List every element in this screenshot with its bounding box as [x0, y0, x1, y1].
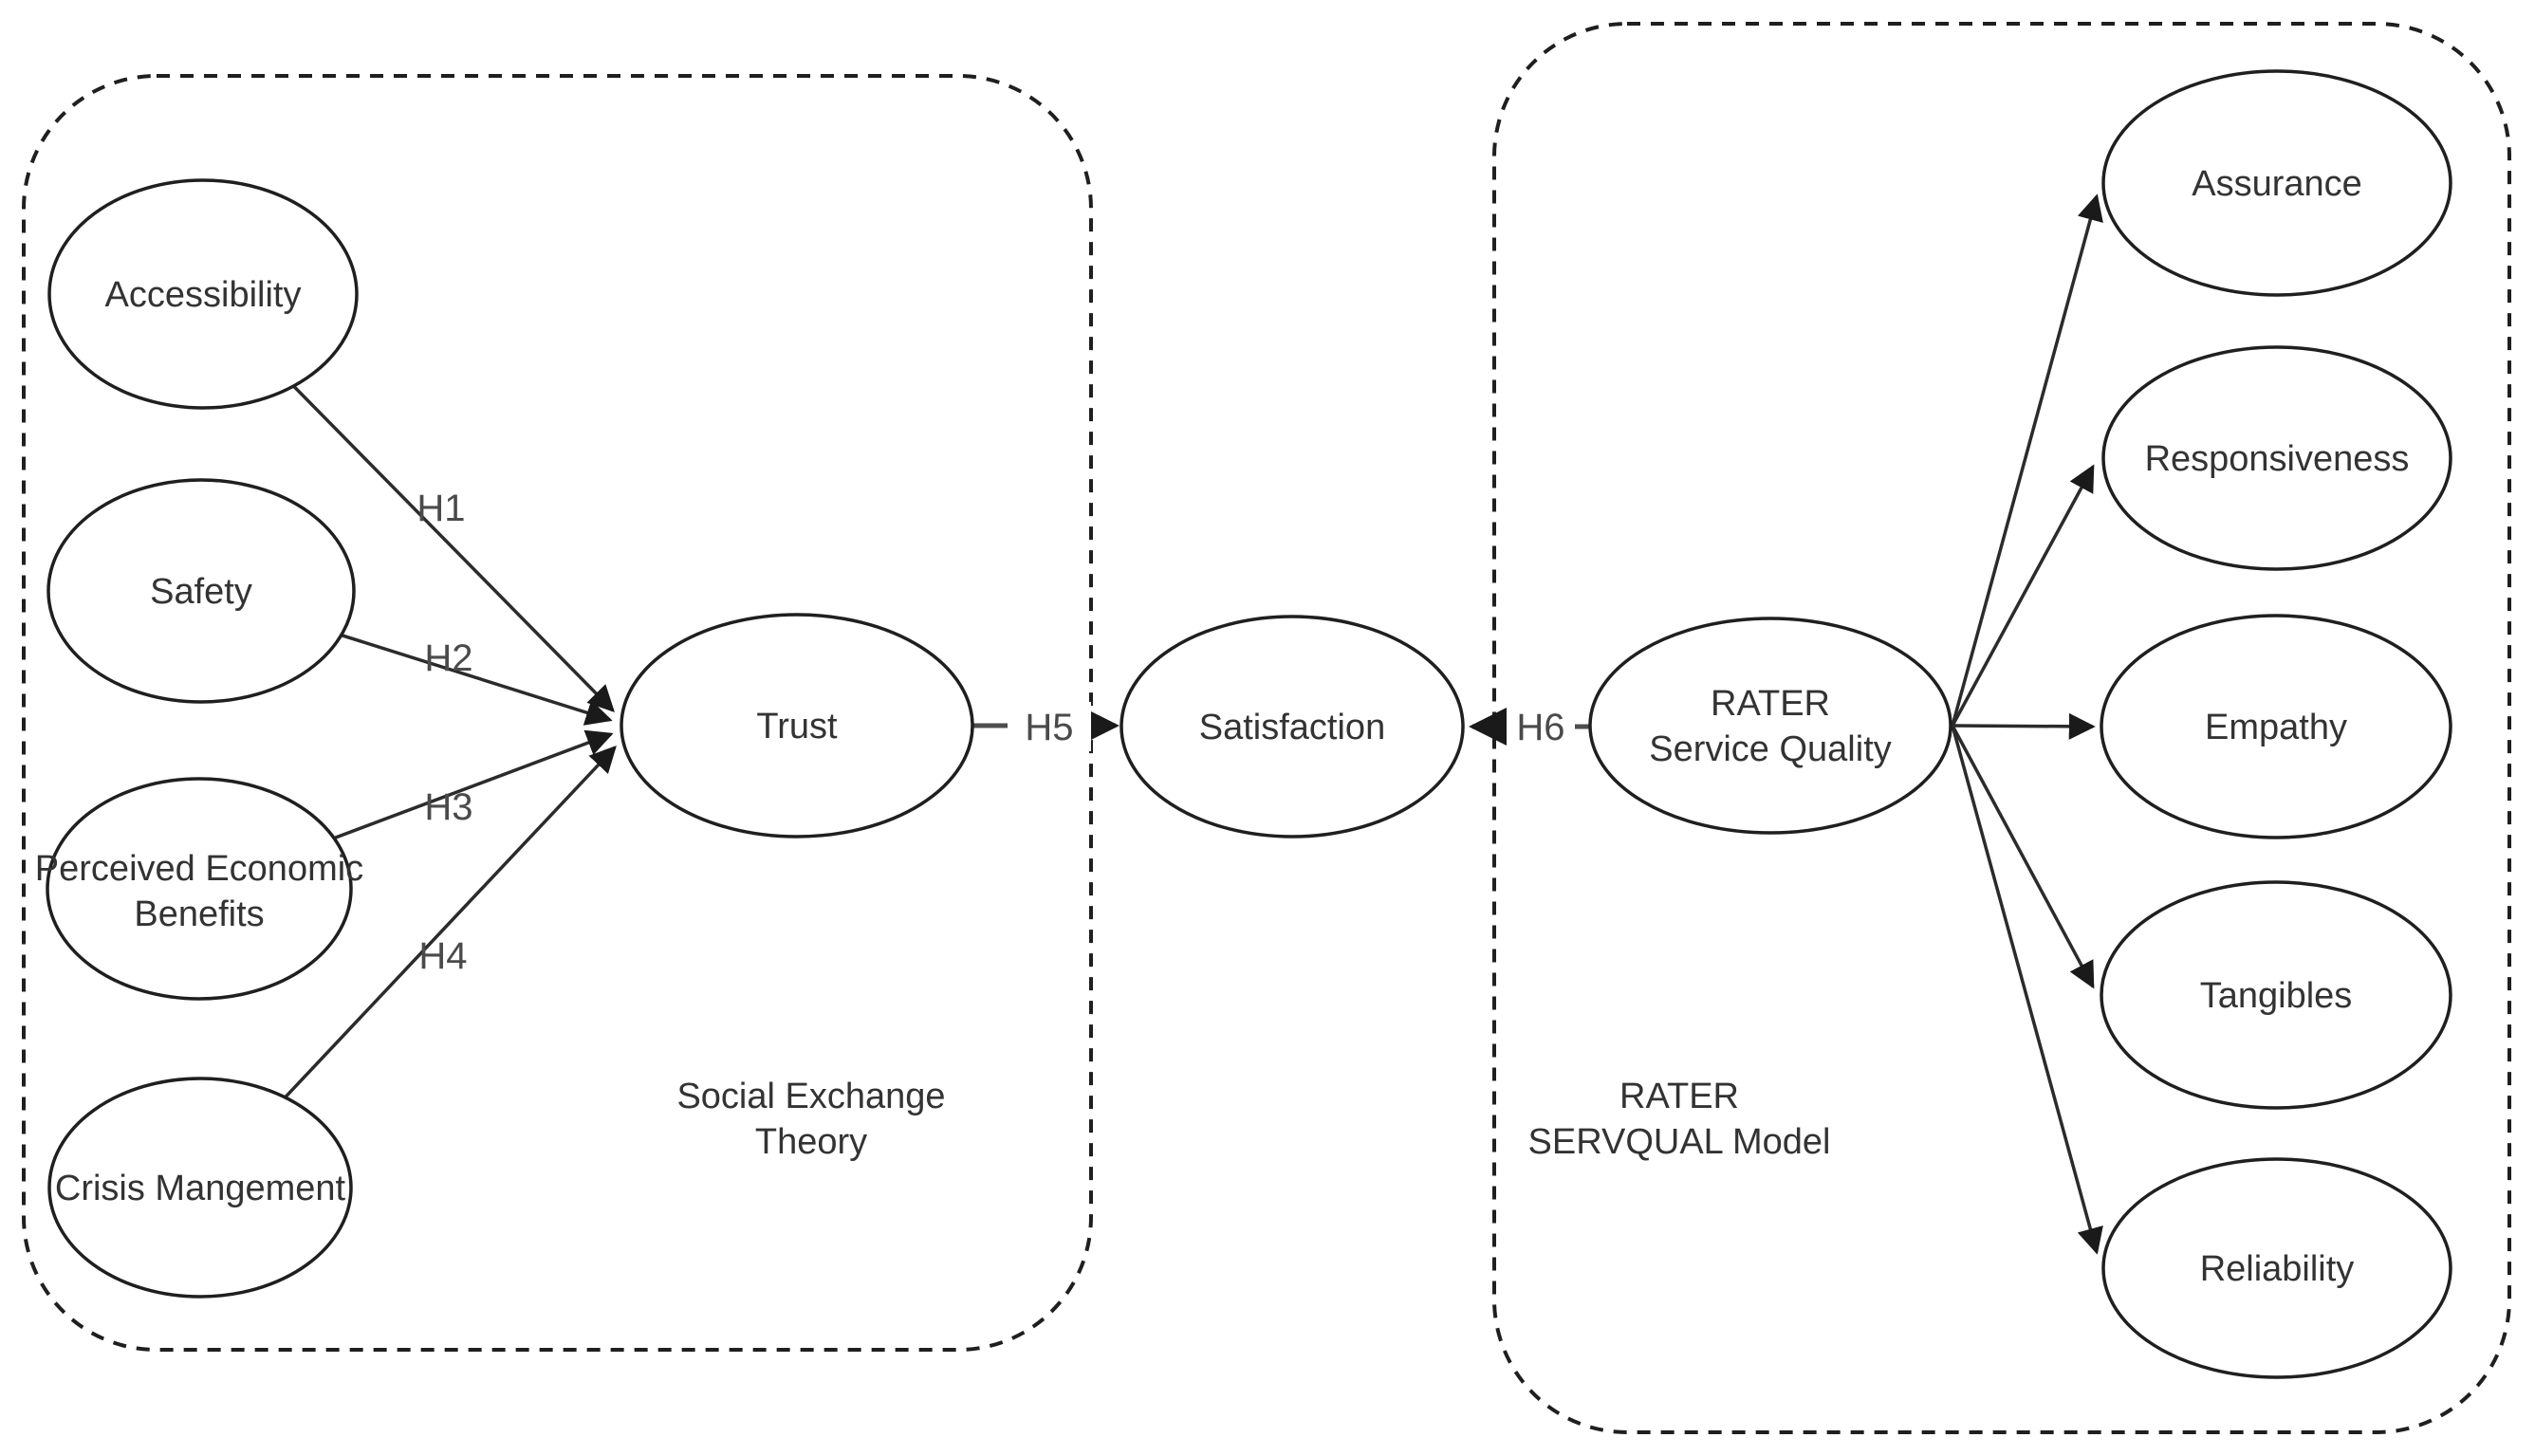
node-empathy-label: Empathy [2205, 708, 2347, 747]
group-label-social-exchange-line2: Theory [755, 1122, 867, 1162]
node-tangibles-label: Tangibles [2200, 976, 2353, 1016]
edge-rater-reliability-line [1951, 725, 2103, 1255]
edge-h2-label: H2 [424, 637, 472, 679]
node-perceived-economic-benefits [46, 777, 353, 1001]
edge-h3-label: H3 [424, 786, 472, 828]
node-accessibility [47, 178, 359, 410]
node-reliability [2101, 1157, 2452, 1379]
node-assurance-label: Assurance [2192, 164, 2362, 204]
node-perceived-economic-benefits-label-line1: Perceived Economic [35, 849, 363, 889]
node-tangibles [2100, 880, 2452, 1110]
node-safety [46, 478, 356, 704]
node-empathy [2100, 614, 2452, 839]
edge-rater-assurance-line [1951, 194, 2103, 727]
group-label-rater-servqual-line1: RATER [1619, 1077, 1739, 1116]
group-box-rater-servqual-model [1492, 22, 2511, 1434]
node-safety-label: Safety [150, 572, 252, 612]
edge-h6-label-bg [1507, 703, 1575, 750]
group-label-rater-servqual-line2: SERVQUAL Model [1528, 1122, 1831, 1162]
edge-h1-label: H1 [416, 488, 465, 529]
edge-h6-label: H6 [1516, 707, 1564, 748]
edge-rater-empathy-line [1952, 712, 2096, 740]
edge-h4-label: H4 [418, 935, 467, 977]
node-satisfaction-label: Satisfaction [1199, 708, 1385, 747]
edge-h5-label: H5 [1025, 707, 1073, 748]
edge-h5-label-bg [1008, 702, 1091, 751]
node-crisis-management [47, 1077, 353, 1299]
node-rater-service-quality-label-line2: Service Quality [1649, 729, 1892, 769]
node-trust-label: Trust [756, 707, 838, 746]
edge-rater-tangibles-line [1951, 725, 2095, 989]
edge-rater-responsiveness-line [1951, 464, 2095, 727]
group-label-social-exchange-line1: Social Exchange [676, 1077, 945, 1116]
node-reliability-label: Reliability [2200, 1249, 2355, 1289]
node-trust [620, 613, 974, 839]
node-crisis-management-label: Crisis Mangement [55, 1169, 346, 1208]
node-rater-service-quality [1588, 617, 1952, 835]
node-responsiveness [2101, 345, 2452, 571]
node-rater-service-quality-label-line1: RATER [1711, 684, 1830, 724]
node-perceived-economic-benefits-label-line2: Benefits [134, 894, 264, 934]
node-responsiveness-label: Responsiveness [2145, 439, 2410, 479]
node-assurance [2101, 69, 2452, 297]
node-accessibility-label: Accessibility [105, 275, 302, 315]
node-satisfaction [1119, 615, 1465, 839]
